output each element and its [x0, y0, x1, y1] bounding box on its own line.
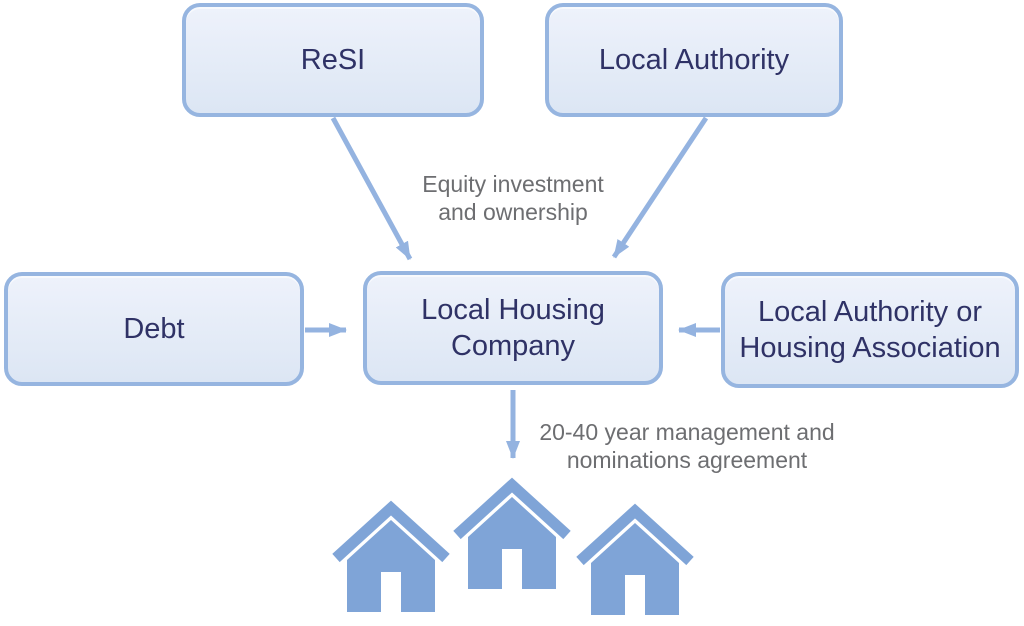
house-icon — [453, 477, 571, 589]
node-local-authority: Local Authority — [545, 3, 843, 117]
node-debt-label: Debt — [123, 313, 185, 345]
node-owner-manager-label: Local Authority or Housing Association — [739, 296, 1001, 364]
node-debt: Debt — [4, 272, 304, 386]
house-icon — [576, 503, 694, 615]
node-resi: ReSI — [182, 3, 484, 117]
node-local-authority-label: Local Authority — [598, 44, 790, 76]
house-icon — [332, 500, 450, 612]
node-local-housing-company: Local Housing Company — [363, 271, 663, 385]
node-local-housing-company-label: Local Housing Company — [421, 294, 605, 362]
node-resi-label: ReSI — [300, 44, 366, 76]
arrow-local-authority-to-lhc — [611, 116, 709, 259]
arrow-resi-to-lhc — [330, 116, 413, 261]
edge-label-equity-investment: Equity investment and ownership — [422, 171, 604, 225]
node-owner-manager: Local Authority or Housing Association — [721, 272, 1019, 388]
edge-label-management-agreement: 20-40 year management and nominations ag… — [539, 419, 835, 473]
